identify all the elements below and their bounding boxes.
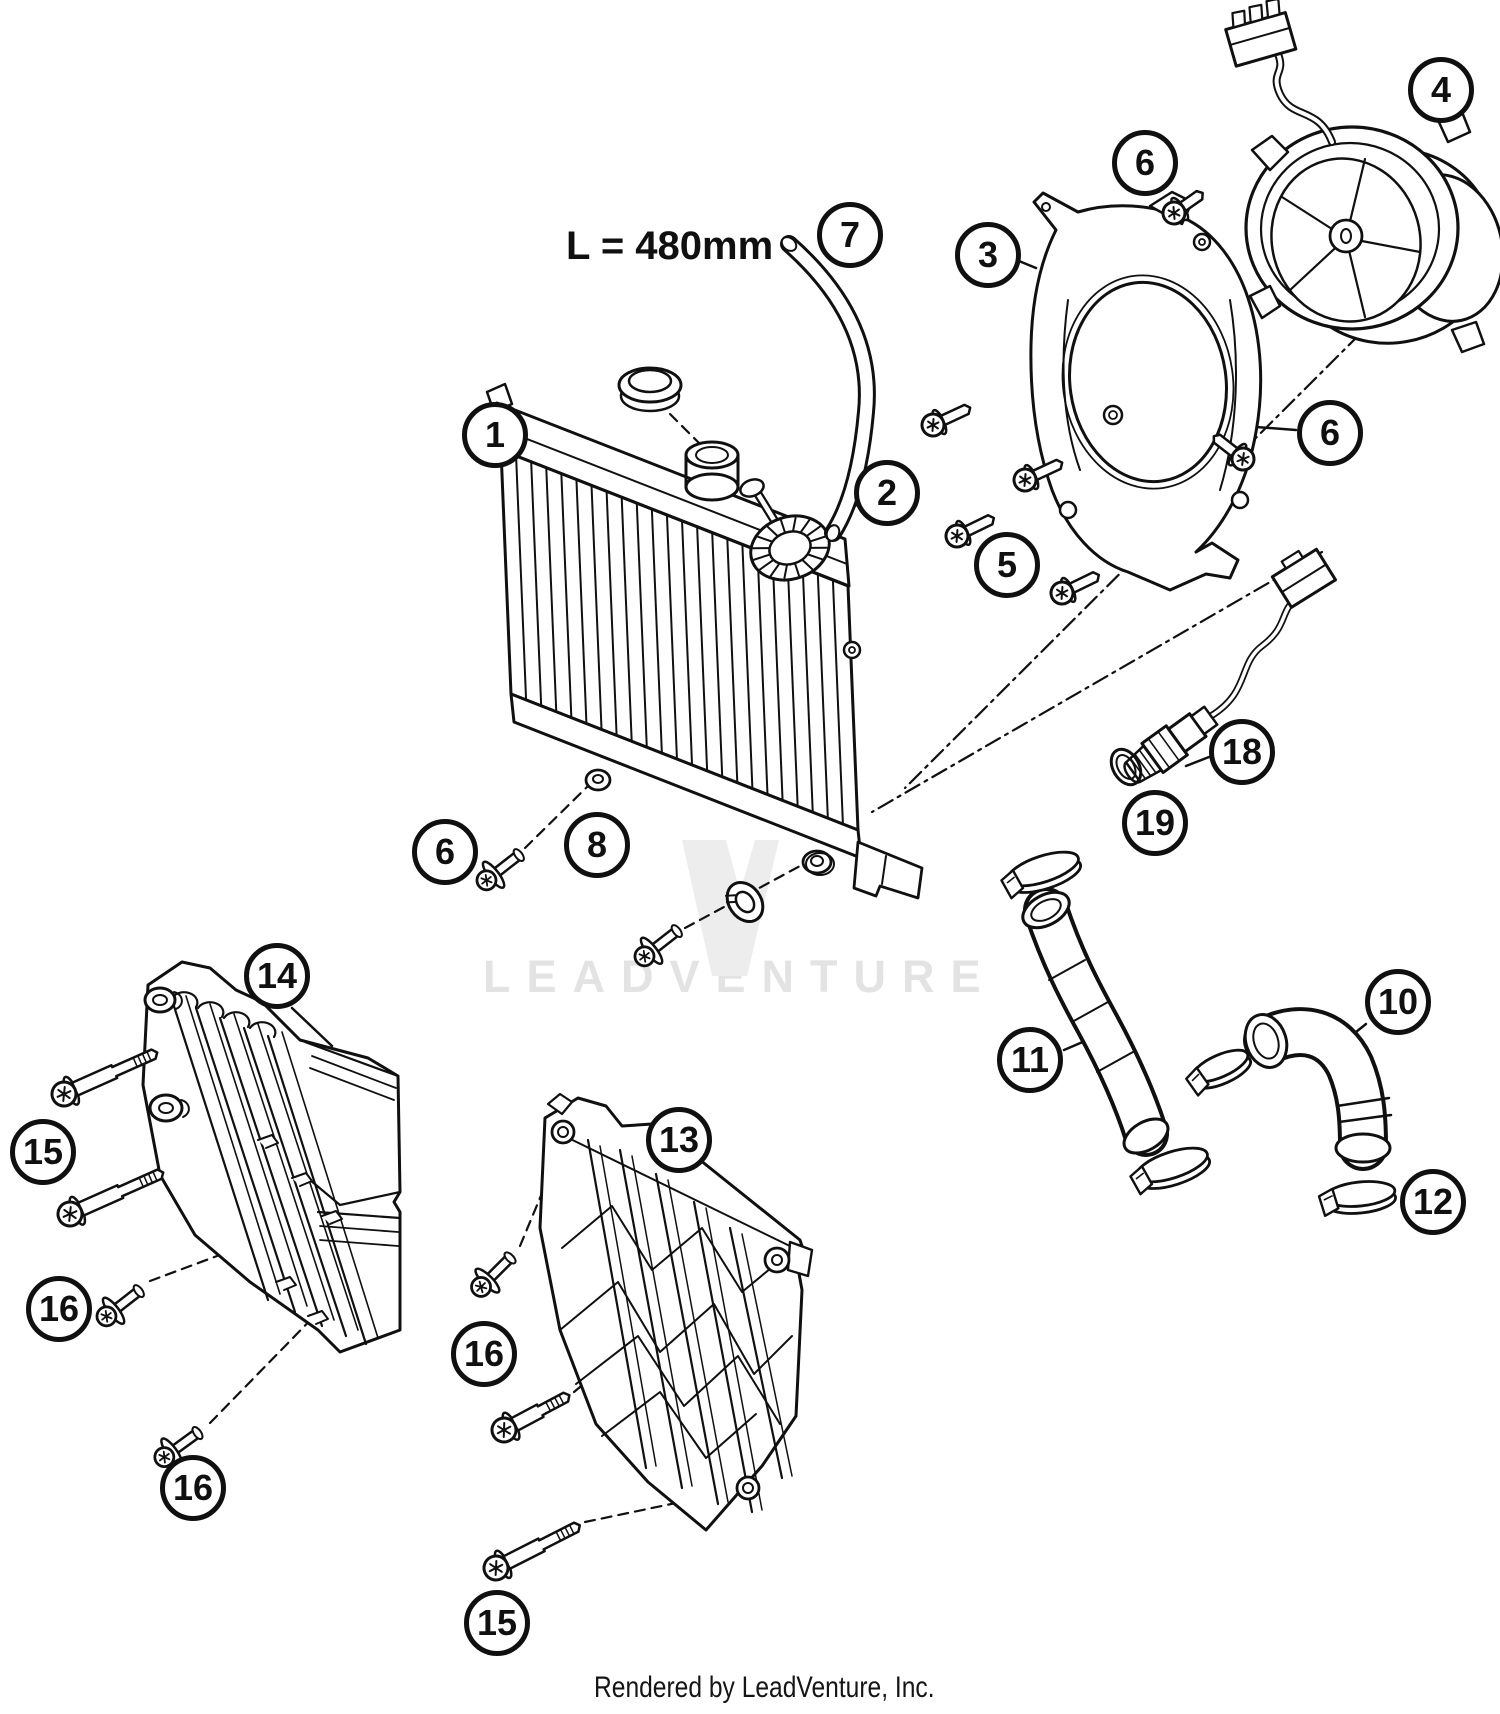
washer-bolt [95,1284,145,1328]
hose-length-label: L = 480mm [566,224,774,268]
washer-bolt [633,924,683,968]
bolt [944,514,996,549]
callout-16: 16 [451,1321,517,1387]
washer-bolt [470,1251,517,1298]
radiator-cap [749,514,831,582]
hose-clamp [1185,1048,1253,1097]
callout-19: 19 [1122,790,1188,856]
fan-connector [1224,0,1298,68]
o-ring [1109,747,1143,787]
grommet [724,881,765,923]
hose-clamp [1000,850,1082,900]
callout-15: 15 [464,1590,530,1656]
sensor-connector [1270,547,1338,609]
callout-6: 6 [1112,130,1178,196]
washer-bolt [475,848,525,892]
bolt [1049,571,1101,606]
long-bolt [56,1168,165,1228]
callout-13: 13 [646,1107,712,1173]
callout-11: 11 [997,1027,1063,1093]
radiator-part [485,366,924,900]
callout-16: 16 [26,1276,92,1342]
callout-6: 6 [1297,400,1363,466]
callout-15: 15 [10,1119,76,1185]
bolt [1012,458,1064,493]
bolt [1212,433,1256,472]
bolt [920,403,972,438]
callout-6: 6 [412,819,478,885]
long-bolt [482,1521,582,1582]
radiator-guard-right-part [538,1092,814,1532]
cooling-fan-part [1224,0,1500,354]
callout-7: 7 [817,202,883,268]
callout-10: 10 [1365,969,1431,1035]
callout-14: 14 [244,943,310,1009]
callout-5: 5 [974,532,1040,598]
temp-sensor-part [1109,547,1338,787]
bolt [1161,189,1204,226]
overflow-hose-part [780,235,876,542]
callout-1: 1 [462,402,528,468]
long-bolt [50,1048,159,1108]
callout-12: 12 [1400,1169,1466,1235]
long-bolt [490,1391,571,1444]
radiator-hoses-parts [1000,850,1397,1217]
radiator-guard-left-part [141,960,402,1354]
hose-clamp [1317,1180,1397,1217]
callout-8: 8 [564,812,630,878]
callout-3: 3 [955,222,1021,288]
footer-credit: Rendered by LeadVenture, Inc. [594,1671,935,1704]
callout-4: 4 [1408,57,1474,123]
hose-clamp [1129,1146,1211,1196]
callout-18: 18 [1209,719,1275,785]
callout-16: 16 [160,1455,226,1521]
callout-2: 2 [854,460,920,526]
